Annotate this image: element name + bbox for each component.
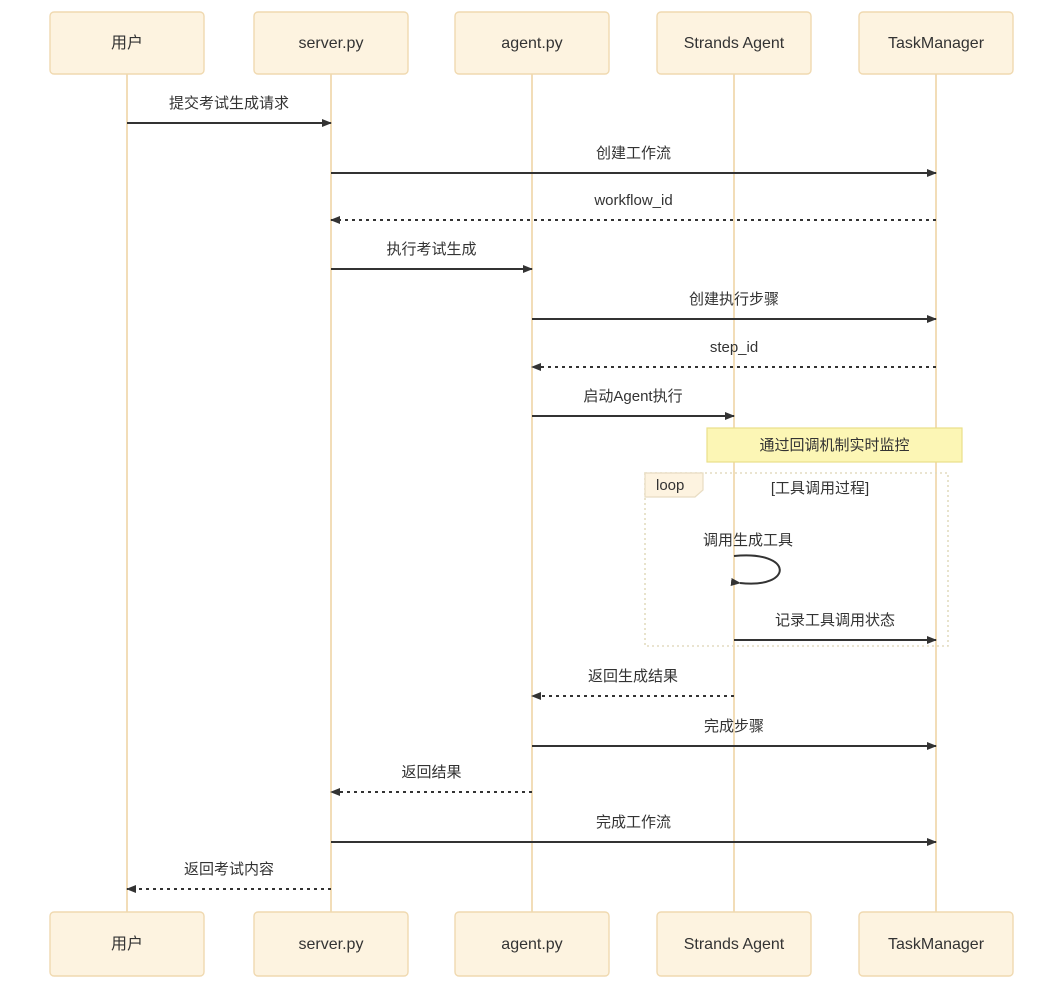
message-label-m8: 记录工具调用状态 — [775, 612, 895, 629]
message-label-m5: 创建执行步骤 — [689, 291, 779, 308]
participant-label-strands-bottom: Strands Agent — [684, 936, 785, 953]
participant-label-user-bottom: 用户 — [111, 935, 143, 953]
message-label-m1: 提交考试生成请求 — [169, 94, 289, 112]
loop-tab — [644, 472, 704, 498]
participant-box-agent-bottom[interactable] — [454, 911, 610, 977]
note-label: 通过回调机制实时监控 — [759, 437, 909, 454]
self-message-group: 调用生成工具 — [703, 532, 793, 586]
loop-fragment-group: loop [工具调用过程] — [644, 472, 949, 647]
participant-box-agent-top[interactable] — [454, 11, 610, 75]
participant-box-strands-bottom[interactable] — [656, 911, 812, 977]
participant-box-task-top[interactable] — [858, 11, 1014, 75]
message-label-m2: 创建工作流 — [596, 145, 671, 162]
participant-label-agent-bottom: agent.py — [501, 936, 562, 953]
self-message-arrow — [730, 554, 781, 586]
loop-keyword-label: loop — [656, 477, 684, 494]
message-label-m4: 执行考试生成 — [386, 241, 476, 258]
message-label-m9: 返回生成结果 — [588, 668, 678, 685]
self-message-label: 调用生成工具 — [703, 532, 793, 549]
participant-box-strands-top[interactable] — [656, 11, 812, 75]
message-label-m12: 完成工作流 — [596, 814, 671, 831]
message-label-m11: 返回结果 — [401, 764, 461, 781]
message-label-m6: step_id — [710, 339, 758, 356]
participant-label-agent-top: agent.py — [501, 35, 562, 52]
note-group: 通过回调机制实时监控 — [706, 427, 963, 463]
participant-label-server-bottom: server.py — [299, 936, 364, 953]
note-box — [706, 427, 963, 463]
loop-frame — [644, 472, 949, 647]
loop-condition-label: [工具调用过程] — [771, 480, 869, 497]
message-label-m7: 启动Agent执行 — [583, 388, 682, 405]
message-label-m13: 返回考试内容 — [184, 861, 274, 878]
participant-label-task-top: TaskManager — [888, 35, 985, 52]
participant-box-server-top[interactable] — [253, 11, 409, 75]
participant-box-task-bottom[interactable] — [858, 911, 1014, 977]
participant-label-user-top: 用户 — [111, 34, 143, 52]
participant-label-task-bottom: TaskManager — [888, 936, 985, 953]
participant-label-strands-top: Strands Agent — [684, 35, 785, 52]
participant-label-server-top: server.py — [299, 35, 364, 52]
participant-box-user-top[interactable] — [49, 11, 205, 75]
message-label-m10: 完成步骤 — [704, 718, 764, 735]
lifelines-group — [126, 74, 937, 912]
message-label-m3: workflow_id — [593, 192, 672, 209]
participant-box-user-bottom[interactable] — [49, 911, 205, 977]
participant-box-server-bottom[interactable] — [253, 911, 409, 977]
